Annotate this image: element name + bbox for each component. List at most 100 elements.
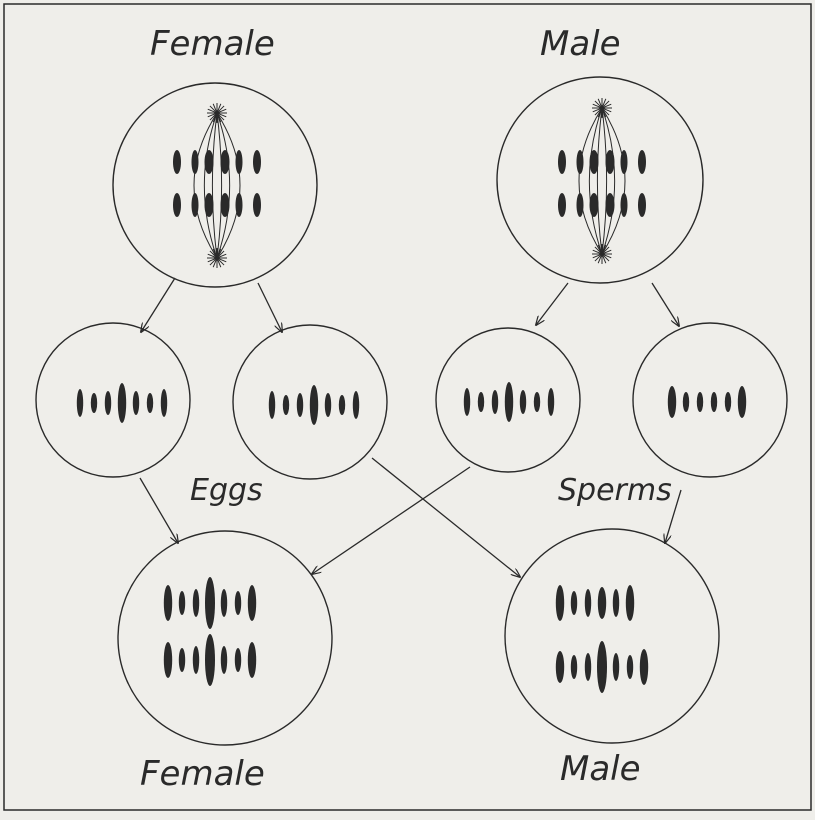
chromosome <box>571 655 577 679</box>
chromosome <box>613 589 619 617</box>
chromosome <box>77 389 83 417</box>
chromosome <box>558 150 566 174</box>
chromosome <box>164 642 172 678</box>
chromosome <box>221 193 230 217</box>
chromosome <box>505 382 513 422</box>
chromosome <box>598 587 606 619</box>
chromosome <box>235 591 241 615</box>
spindle-fiber <box>602 108 625 254</box>
chromosome <box>173 193 181 217</box>
chromosome <box>192 150 199 174</box>
chromosome <box>621 193 628 217</box>
chromosome <box>626 585 634 621</box>
chromosome <box>556 585 564 621</box>
chromosome <box>161 389 167 417</box>
chromosome-row <box>164 577 256 629</box>
arrow-male-to-sperm2 <box>652 283 679 326</box>
chromosome <box>221 150 230 174</box>
chromosome <box>91 393 97 413</box>
chromosome <box>613 653 619 681</box>
chromosome-row <box>668 386 746 418</box>
chromosome <box>590 150 599 174</box>
chromosome <box>492 390 498 414</box>
label-eggs: Eggs <box>190 473 263 508</box>
spindle-female <box>173 103 261 268</box>
spindle-male <box>558 98 646 264</box>
chromosome <box>577 193 584 217</box>
chromosome <box>353 391 359 419</box>
chromosome <box>597 641 607 693</box>
chromosome <box>205 577 215 629</box>
chromosome <box>640 649 648 685</box>
chromosome <box>534 392 540 412</box>
chromosome <box>478 392 484 412</box>
chromosome <box>621 150 628 174</box>
chromosome <box>339 395 345 415</box>
chromosome <box>606 150 615 174</box>
label-bottom-female: Female <box>140 754 265 794</box>
chromosome-row <box>269 385 359 425</box>
chromosome <box>310 385 318 425</box>
chromosome <box>205 193 214 217</box>
chromosome <box>269 391 275 419</box>
chromosome <box>571 591 577 615</box>
chromosome <box>235 648 241 672</box>
spindle-fiber <box>217 113 240 258</box>
chromosome <box>590 193 599 217</box>
spindle-fiber <box>194 113 217 258</box>
chromosome <box>606 193 615 217</box>
chromosome <box>638 150 646 174</box>
chromosome <box>236 193 243 217</box>
chromosome <box>297 393 303 417</box>
chromosome <box>627 655 633 679</box>
label-top-female: Female <box>150 24 275 64</box>
label-sperms: Sperms <box>558 473 672 508</box>
chromosome <box>248 585 256 621</box>
spindle-fiber <box>217 113 222 258</box>
arrow-female-to-egg1 <box>141 278 175 332</box>
chromosome <box>585 589 591 617</box>
cell-male-offspring <box>505 529 719 743</box>
arrow-female-to-egg2 <box>258 283 282 332</box>
chromosome <box>558 193 566 217</box>
chromosome <box>738 386 746 418</box>
chromosome <box>118 383 126 423</box>
chromosome <box>193 589 199 617</box>
chromosome <box>236 150 243 174</box>
chromosome <box>711 392 717 412</box>
chromosome <box>193 646 199 674</box>
chromosome <box>248 642 256 678</box>
chromosome <box>556 651 564 683</box>
chromosome <box>205 634 215 686</box>
chromosome <box>283 395 289 415</box>
chromosome <box>638 193 646 217</box>
chromosome-row <box>464 382 554 422</box>
arrow-male-to-sperm1 <box>536 283 568 325</box>
spindle-fiber <box>597 108 602 254</box>
chromosome <box>325 393 331 417</box>
chromosome <box>548 388 554 416</box>
arrow-sperm1-to-female <box>312 467 470 574</box>
spindle-fiber <box>579 108 602 254</box>
arrows <box>140 278 681 577</box>
chromosome-sets <box>77 382 746 693</box>
chromosome <box>520 390 526 414</box>
chromosome <box>192 193 199 217</box>
chromosome <box>668 386 676 418</box>
chromosome-row <box>77 383 167 423</box>
spindle-fiber <box>212 113 217 258</box>
chromosome <box>697 392 703 412</box>
chromosome <box>179 648 185 672</box>
chromosome <box>173 150 181 174</box>
chromosome <box>577 150 584 174</box>
cell-female-offspring <box>118 531 332 745</box>
chromosome <box>164 585 172 621</box>
chromosome <box>683 392 689 412</box>
label-top-male: Male <box>540 24 621 64</box>
chromosome-row <box>556 641 648 693</box>
chromosome <box>221 589 227 617</box>
arrow-egg2-to-male <box>372 458 520 577</box>
chromosome-row <box>164 634 256 686</box>
